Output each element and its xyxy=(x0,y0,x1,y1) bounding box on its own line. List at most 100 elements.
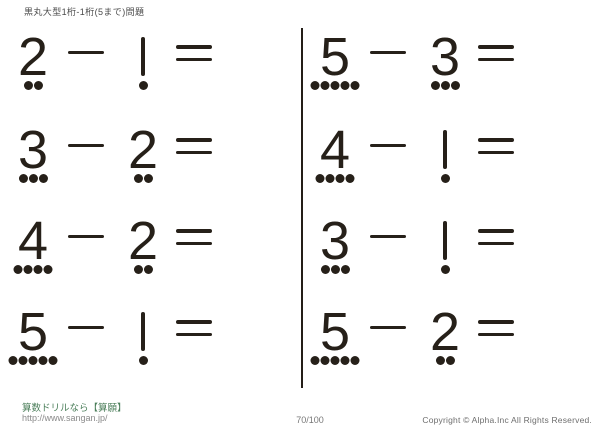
minuend-digit: 5 xyxy=(319,27,351,87)
footer-copyright: Copyright © Alpha.Inc All Rights Reserve… xyxy=(422,415,592,425)
minuend-digit: 3 xyxy=(17,120,49,180)
equals-sign xyxy=(176,45,212,61)
subtrahend-digit: 2 xyxy=(127,120,159,180)
counting-dot xyxy=(330,81,340,90)
counting-dot xyxy=(18,356,28,365)
counting-dot xyxy=(138,356,148,365)
counting-dot xyxy=(143,265,153,274)
minuend-digit: 5 xyxy=(319,302,351,362)
counting-dot xyxy=(38,174,48,183)
counting-dot xyxy=(43,265,53,274)
counting-dot xyxy=(23,81,33,90)
counting-dot xyxy=(335,174,345,183)
counting-dot xyxy=(440,174,450,183)
counting-dot xyxy=(28,356,38,365)
counting-dot xyxy=(133,265,143,274)
counting-dot xyxy=(350,81,360,90)
equals-sign xyxy=(478,320,514,336)
counting-dot xyxy=(330,356,340,365)
minuend-digit: 4 xyxy=(319,120,351,180)
counting-dot xyxy=(13,265,23,274)
minus-sign xyxy=(68,144,104,147)
minuend-dots xyxy=(310,356,360,365)
counting-dot xyxy=(330,265,340,274)
minuend-digit: 4 xyxy=(17,211,49,271)
minuend-term: 5 xyxy=(310,302,360,365)
minuend-digit: 2 xyxy=(17,27,49,87)
subtrahend-term: 1 xyxy=(438,221,452,274)
counting-dot xyxy=(440,265,450,274)
subtraction-problem: 2 1 xyxy=(0,27,300,101)
subtrahend-term: 2 xyxy=(127,211,159,274)
counting-dot xyxy=(23,265,33,274)
subtrahend-digit: 3 xyxy=(429,27,461,87)
subtrahend-term: 1 xyxy=(136,37,150,90)
counting-dot xyxy=(33,265,43,274)
counting-dot xyxy=(133,174,143,183)
subtraction-problem: 4 2 xyxy=(0,211,300,285)
equals-sign xyxy=(176,138,212,154)
subtrahend-digit: 2 xyxy=(429,302,461,362)
subtraction-problem: 3 1 xyxy=(302,211,600,285)
minus-sign xyxy=(68,51,104,54)
minuend-term: 4 xyxy=(13,211,53,274)
counting-dot xyxy=(310,81,320,90)
subtraction-problem: 5 2 xyxy=(302,302,600,376)
subtrahend-digit: 2 xyxy=(127,211,159,271)
counting-dot xyxy=(325,174,335,183)
counting-dot xyxy=(143,174,153,183)
minus-sign xyxy=(68,235,104,238)
problems-column-left: 2 1 3 2 4 2 5 xyxy=(0,0,300,400)
counting-dot xyxy=(310,356,320,365)
minus-sign xyxy=(370,51,406,54)
subtrahend-digit: 1 xyxy=(136,312,150,352)
column-divider-line xyxy=(301,28,303,388)
subtrahend-dots xyxy=(138,81,148,90)
subtraction-problem: 5 1 xyxy=(0,302,300,376)
subtrahend-dots xyxy=(138,356,148,365)
minuend-dots xyxy=(315,174,355,183)
counting-dot xyxy=(350,356,360,365)
footer-site-url: http://www.sangan.jp/ xyxy=(22,413,108,423)
counting-dot xyxy=(430,81,440,90)
minuend-dots xyxy=(23,81,43,90)
subtrahend-digit: 1 xyxy=(438,130,452,170)
minus-sign xyxy=(370,144,406,147)
problems-column-right: 5 3 4 1 3 1 5 xyxy=(302,0,600,400)
subtrahend-dots xyxy=(133,174,153,183)
footer-page-number: 70/100 xyxy=(296,415,324,425)
minuend-digit: 5 xyxy=(17,302,49,362)
counting-dot xyxy=(340,356,350,365)
counting-dot xyxy=(450,81,460,90)
equals-sign xyxy=(478,45,514,61)
counting-dot xyxy=(345,174,355,183)
counting-dot xyxy=(320,265,330,274)
subtrahend-term: 2 xyxy=(127,120,159,183)
minuend-dots xyxy=(18,174,48,183)
minuend-term: 5 xyxy=(310,27,360,90)
minuend-term: 3 xyxy=(319,211,351,274)
minuend-term: 3 xyxy=(17,120,49,183)
minuend-term: 5 xyxy=(8,302,58,365)
minuend-digit: 3 xyxy=(319,211,351,271)
subtrahend-digit: 1 xyxy=(136,37,150,77)
subtrahend-term: 1 xyxy=(136,312,150,365)
footer-site-name: 算数ドリルなら【算願】 xyxy=(22,403,127,414)
counting-dot xyxy=(320,81,330,90)
counting-dot xyxy=(28,174,38,183)
counting-dot xyxy=(48,356,58,365)
equals-sign xyxy=(478,229,514,245)
counting-dot xyxy=(320,356,330,365)
counting-dot xyxy=(340,81,350,90)
minus-sign xyxy=(68,326,104,329)
counting-dot xyxy=(340,265,350,274)
minuend-term: 4 xyxy=(315,120,355,183)
equals-sign xyxy=(478,138,514,154)
counting-dot xyxy=(8,356,18,365)
subtrahend-term: 3 xyxy=(429,27,461,90)
minuend-dots xyxy=(320,265,350,274)
counting-dot xyxy=(445,356,455,365)
counting-dot xyxy=(38,356,48,365)
subtrahend-term: 2 xyxy=(429,302,461,365)
subtrahend-term: 1 xyxy=(438,130,452,183)
